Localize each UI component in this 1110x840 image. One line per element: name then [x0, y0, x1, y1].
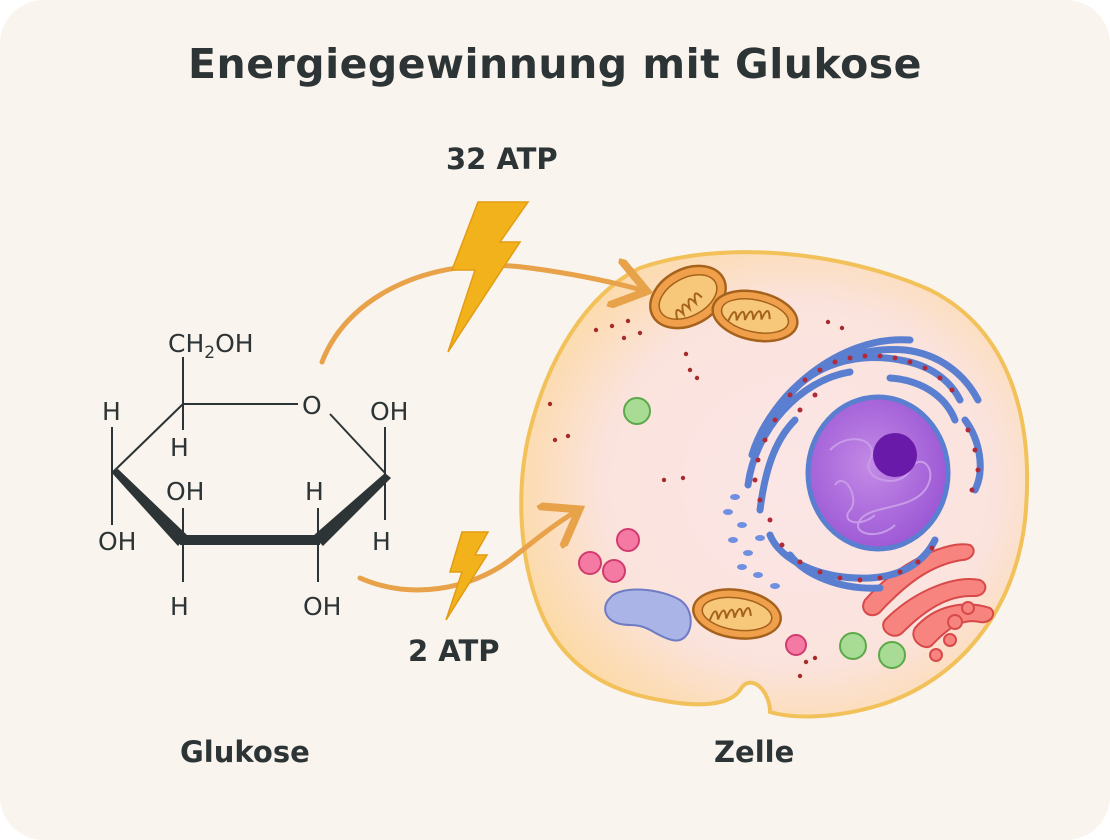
glucose-caption: Glukose: [180, 735, 310, 769]
mitochondrion: [649, 264, 727, 330]
h-label: H: [372, 527, 391, 556]
lightning-icon: [445, 531, 490, 621]
arrow-anaerobic: [357, 512, 575, 593]
mitochondrion: [711, 289, 799, 343]
oh-label: OH: [370, 397, 408, 426]
er-vesicles: [723, 494, 780, 589]
oh-label: OH: [303, 592, 341, 621]
atp-aerobic-label: 32 ATP: [446, 142, 558, 176]
lightning-icon: [447, 201, 530, 353]
nucleolus: [873, 433, 917, 477]
golgi-apparatus: [862, 543, 995, 662]
ribosomes: [547, 318, 845, 679]
ring-oxygen: O: [302, 391, 322, 420]
mitochondrion: [692, 588, 782, 640]
atp-anaerobic-label: 2 ATP: [408, 634, 500, 668]
cell: [519, 250, 1030, 719]
oh-label: OH: [98, 527, 136, 556]
h-label: H: [102, 397, 121, 426]
vesicle: [878, 641, 906, 669]
oh-label: OH: [166, 477, 204, 506]
cell-caption: Zelle: [714, 735, 795, 769]
page-title: Energiegewinnung mit Glukose: [188, 40, 922, 88]
nucleus: [805, 394, 951, 552]
lysosome: [578, 528, 807, 656]
h-label: H: [170, 433, 189, 462]
glucose-structure: CH2OH O OH H H OH H OH H H OH: [98, 329, 408, 621]
h-label: H: [170, 592, 189, 621]
h-label: H: [305, 477, 324, 506]
vesicle: [623, 397, 651, 425]
vesicle: [839, 632, 867, 660]
vacuole: [604, 588, 692, 642]
ch2oh-label: CH2OH: [168, 329, 254, 363]
er-ribosomes: [752, 353, 981, 583]
